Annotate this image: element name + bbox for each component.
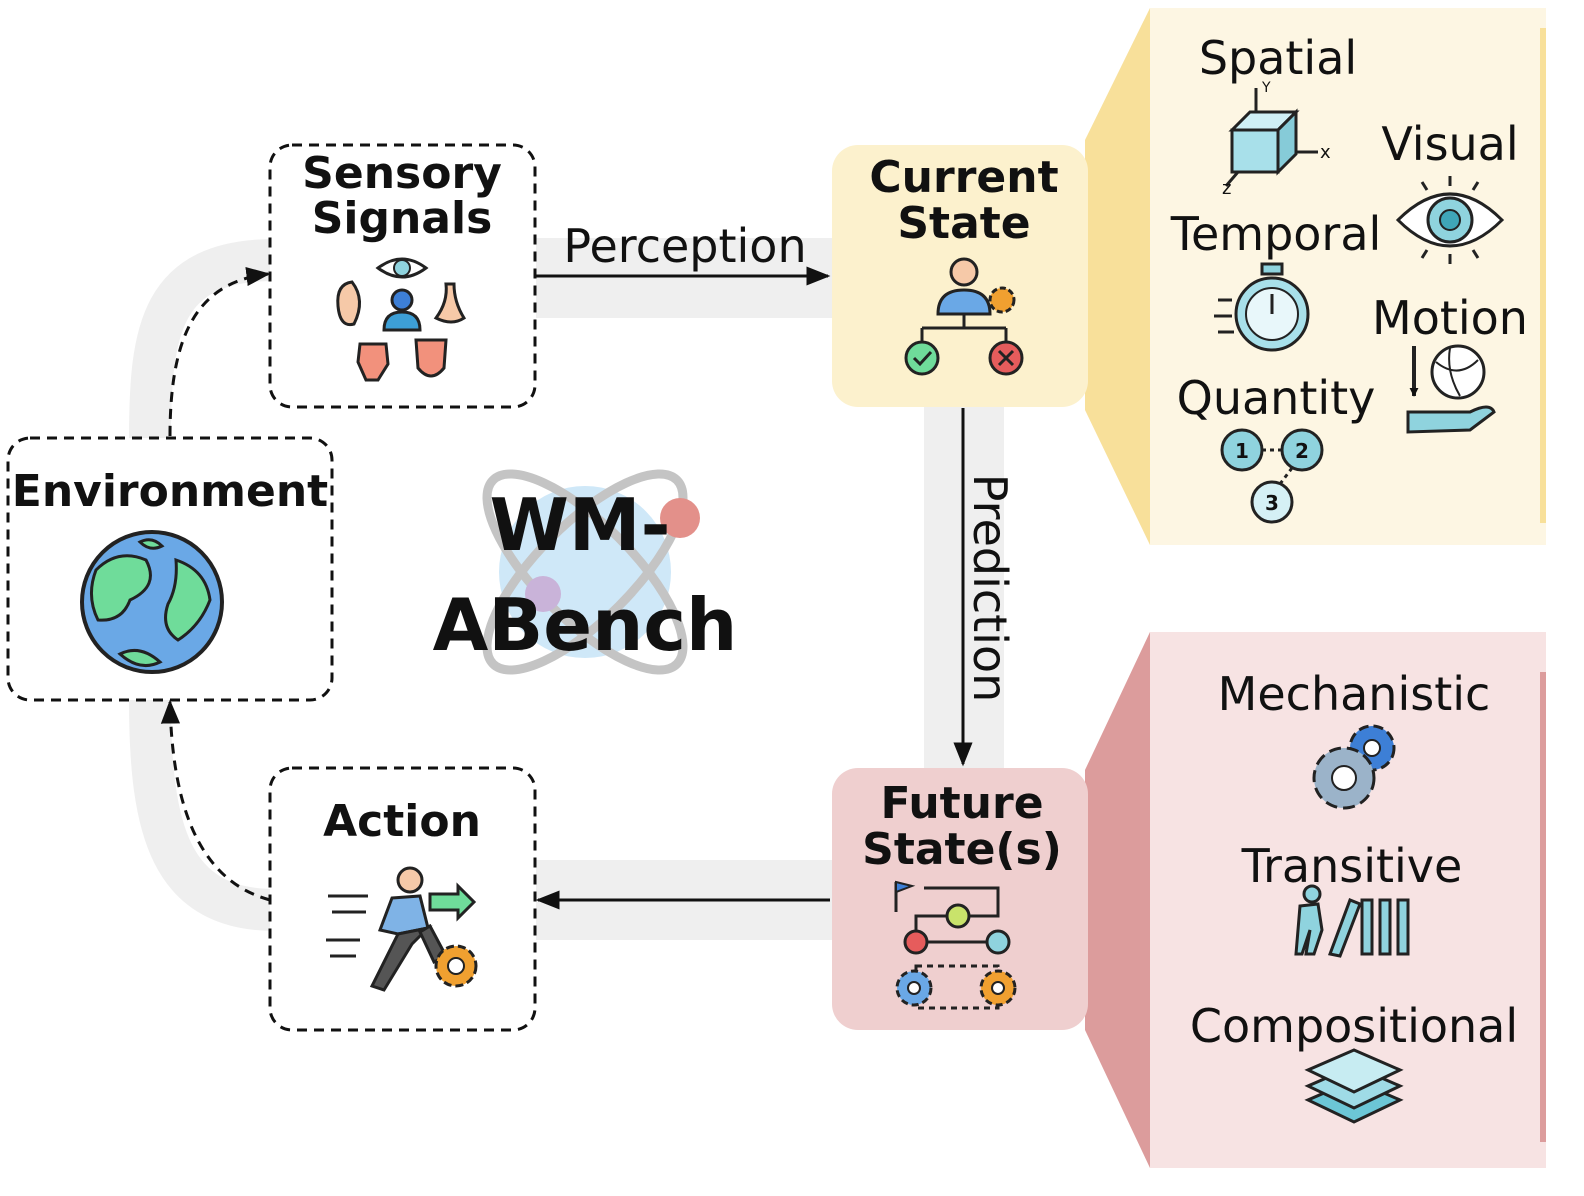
action-to-environment-arrow: [160, 699, 271, 902]
decision-tree-icon: [904, 257, 1024, 376]
ear-icon: [336, 280, 361, 327]
current-state-title-1: Current: [869, 152, 1058, 203]
cube-axes-icon: Y x z: [1222, 80, 1331, 199]
perception-panel-bg: [1150, 8, 1546, 545]
axis-y-label: Y: [1261, 80, 1271, 96]
action-title: Action: [323, 796, 481, 847]
temporal-label: Temporal: [1170, 207, 1382, 261]
prediction-panel-edge: [1540, 672, 1546, 1142]
environment-to-sensory-arrow: [168, 267, 271, 437]
quantity-badge-3: 3: [1265, 491, 1279, 515]
logo-title-line-2: ABench: [433, 583, 738, 667]
atom-icon: [482, 469, 700, 675]
perception-panel-wedge: [1085, 8, 1150, 545]
transitive-label: Transitive: [1241, 839, 1463, 893]
logo-title-line-1: WM-: [490, 483, 671, 567]
prediction-dimensions-panel: Mechanistic Transitive Compositional: [1085, 632, 1546, 1168]
current-state-node: Current State: [832, 145, 1088, 407]
nose-icon: [433, 282, 467, 324]
globe-icon: [80, 530, 224, 674]
action-node: Action: [268, 766, 537, 1032]
stopwatch-icon: [1214, 262, 1310, 352]
sensory-signals-title-1: Sensory: [302, 148, 502, 199]
perception-panel-edge: [1540, 28, 1546, 523]
motion-label: Motion: [1372, 291, 1528, 345]
quantity-badge-2: 2: [1295, 439, 1309, 463]
numbered-nodes-icon: 1 2 3: [1220, 428, 1324, 524]
future-states-node: Future State(s): [832, 768, 1088, 1030]
check-icon: [904, 340, 940, 376]
perception-dimensions-panel: Spatial Y x z Visual Temporal: [1085, 8, 1546, 545]
quantity-label: Quantity: [1177, 371, 1376, 425]
tongue-icon: [414, 338, 448, 378]
person-icon: [382, 310, 422, 332]
flow-arrows: Perception Prediction: [160, 219, 1017, 910]
dominoes-icon: [1294, 884, 1410, 958]
sensory-signals-node: Sensory Signals: [268, 143, 537, 409]
person-icon-head: [390, 288, 414, 312]
gears-icon: [1312, 724, 1396, 810]
perception-label: Perception: [563, 219, 806, 273]
mechanistic-label: Mechanistic: [1218, 667, 1491, 721]
left-loop-band: [129, 239, 276, 931]
layers-icon: [1304, 1048, 1404, 1124]
future-states-title-1: Future: [880, 778, 1043, 829]
future-states-title-2: State(s): [862, 824, 1062, 875]
environment-node: Environment: [6, 436, 334, 702]
wm-abench-logo: WM- ABench: [433, 469, 738, 675]
senses-icons: [336, 257, 467, 382]
visual-eye-icon: [1395, 176, 1505, 264]
workflow-icon: [894, 880, 1017, 1010]
hand-icon: [356, 342, 390, 382]
spatial-label: Spatial: [1199, 31, 1357, 85]
running-person-icon: [326, 866, 478, 992]
axis-z-label: z: [1222, 178, 1231, 199]
sensory-signals-title-2: Signals: [312, 193, 493, 244]
current-state-title-2: State: [897, 198, 1030, 249]
prediction-label: Prediction: [963, 474, 1017, 703]
compositional-label: Compositional: [1190, 999, 1518, 1053]
perception-band: [536, 238, 836, 318]
visual-label: Visual: [1381, 117, 1518, 171]
ball-hand-icon: [1406, 344, 1496, 434]
prediction-panel-wedge: [1085, 632, 1150, 1168]
environment-title: Environment: [12, 466, 328, 517]
quantity-badge-1: 1: [1235, 439, 1249, 463]
axis-x-label: x: [1320, 142, 1331, 163]
